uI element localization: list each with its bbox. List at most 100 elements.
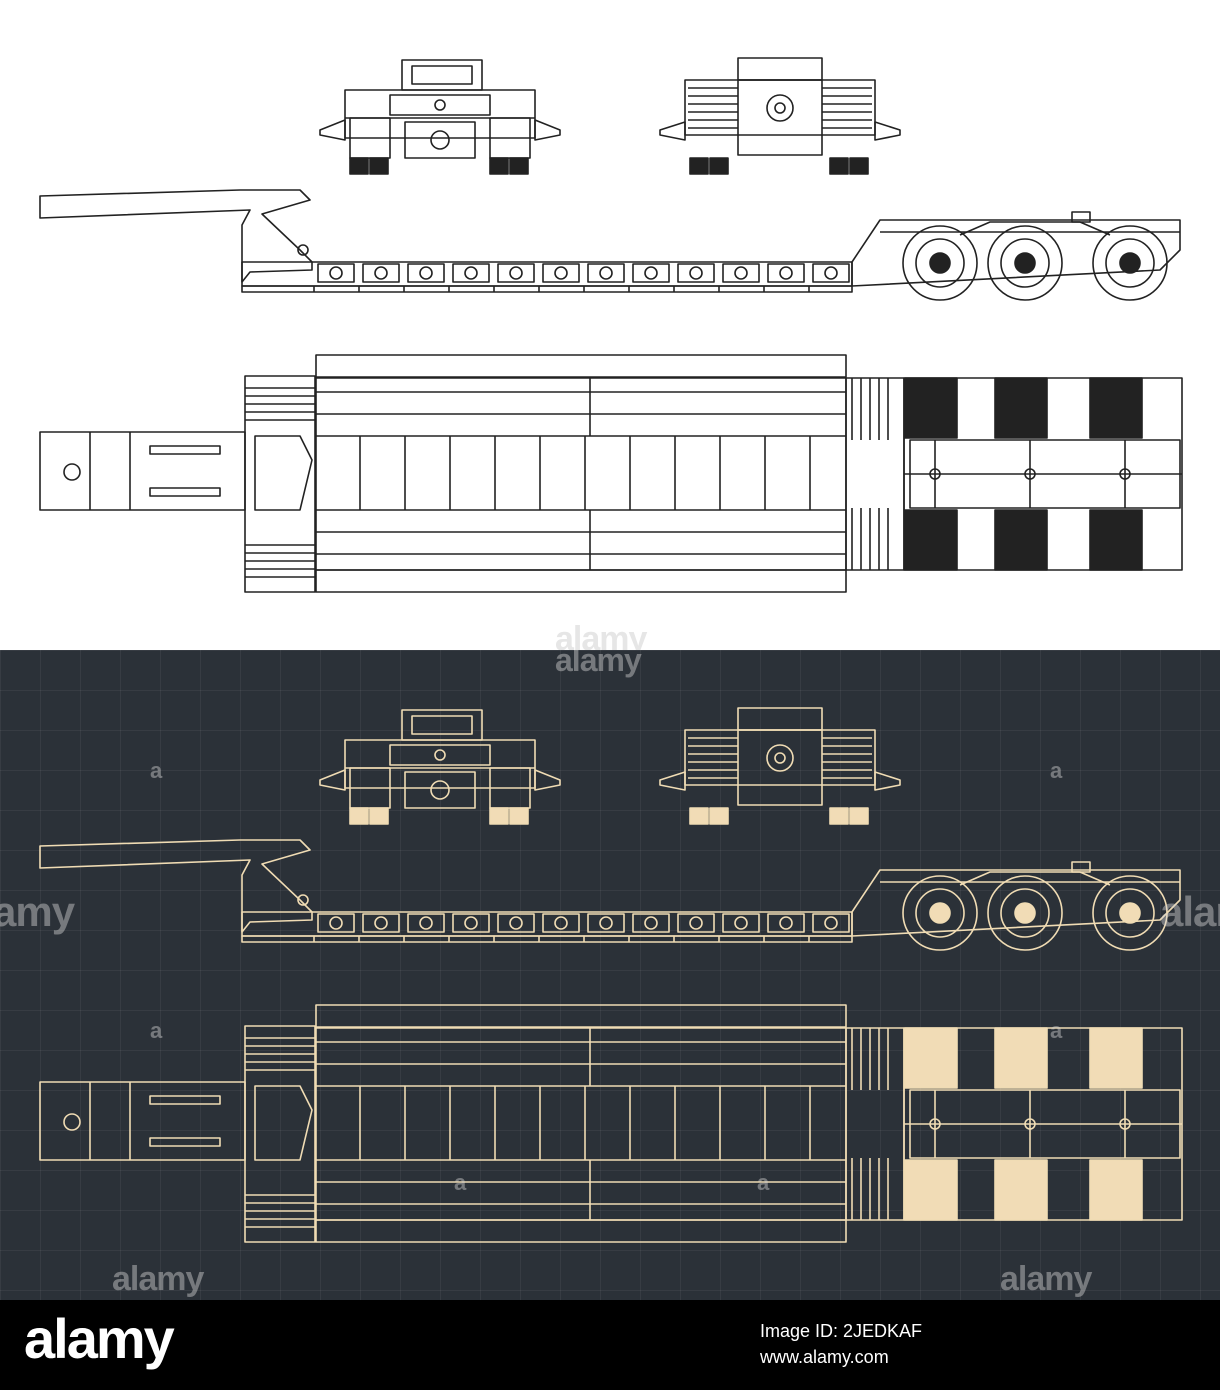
front-right-tire [489, 807, 509, 825]
side-suspension [959, 221, 1111, 236]
rear-left-tire [709, 157, 729, 175]
side-deck-cell [722, 913, 760, 933]
top-ram-upper [149, 1095, 221, 1105]
side-suspension-bracket [1071, 211, 1091, 223]
side-deck-hole [419, 916, 433, 930]
top-dual-tire-lower [904, 509, 958, 571]
footer-info: Image ID: 2JEDKAF www.alamy.com [760, 1318, 922, 1370]
side-wheel-rim [915, 888, 965, 938]
side-wheel-tire [902, 875, 978, 951]
side-wheel-hub [1014, 902, 1036, 924]
side-deck-cell [407, 913, 445, 933]
side-deck-hole [464, 916, 478, 930]
side-wheel-rim [1105, 888, 1155, 938]
side-deck-cell [407, 263, 445, 283]
front-right-outrigger [534, 119, 561, 141]
side-deck-cell [317, 913, 355, 933]
front-center-frame [389, 744, 491, 766]
rear-gooseneck-top [737, 57, 823, 81]
side-wheel-tire [902, 225, 978, 301]
front-right-tire [489, 157, 509, 175]
side-hinge [297, 244, 309, 256]
front-deck [344, 739, 536, 789]
top-dual-tire-upper [904, 1027, 958, 1089]
side-wheel-tire [1092, 225, 1168, 301]
front-left-tire [349, 807, 369, 825]
front-gooseneck-top [401, 59, 483, 91]
side-deck-cell [587, 913, 625, 933]
top-transition [845, 1027, 905, 1221]
side-deck-hole [779, 266, 793, 280]
side-deck-cell [362, 263, 400, 283]
side-gooseneck [39, 839, 313, 933]
front-hub [430, 780, 450, 800]
front-view [319, 709, 561, 825]
front-hub [430, 130, 450, 150]
top-view [39, 1004, 1183, 1243]
side-lower-rail [241, 285, 853, 293]
side-deck-hole [689, 916, 703, 930]
side-deck-cell [677, 263, 715, 283]
top-upper-outrigger [315, 354, 847, 378]
blueprint-light-sheet: alamy [0, 0, 1220, 658]
top-main-deck [315, 1027, 847, 1221]
top-lower-outrigger [315, 1219, 847, 1243]
front-gooseneck-top [401, 709, 483, 741]
top-main-deck [315, 377, 847, 571]
side-deck-hole [419, 266, 433, 280]
side-deck-cell [632, 913, 670, 933]
front-left-outrigger [319, 769, 346, 791]
top-ram-upper [149, 445, 221, 455]
side-deck-hole [374, 266, 388, 280]
rear-gooseneck-top [737, 707, 823, 731]
rear-right-tire [829, 807, 849, 825]
side-gooseneck [39, 189, 313, 283]
rear-center-hole [766, 94, 794, 122]
side-hinge [297, 894, 309, 906]
side-wheel-hub [929, 902, 951, 924]
rear-view [659, 707, 901, 825]
top-dual-tire-lower [1089, 1159, 1143, 1221]
side-wheel-hub [1119, 252, 1141, 274]
side-deck-cell [362, 913, 400, 933]
front-gooseneck-plate [411, 65, 473, 85]
top-neck-joint [254, 435, 313, 511]
rear-center-hole [766, 744, 794, 772]
top-dual-tire-lower [904, 1159, 958, 1221]
blueprint-dark-sheet: alamy alamy alamy alamy alamy a a a a a … [0, 650, 1220, 1300]
side-wheel-rim [1105, 238, 1155, 288]
top-front-section [244, 375, 316, 593]
trailer-drawing-dark [39, 707, 1183, 1243]
top-kingpin [63, 1113, 81, 1131]
top-front-section [244, 1025, 316, 1243]
rear-center-inner [774, 102, 786, 114]
side-suspension-bracket [1071, 861, 1091, 873]
side-suspension [959, 871, 1111, 886]
side-deck-cell [497, 913, 535, 933]
alamy-logo: alamy [24, 1307, 175, 1370]
side-wheel-tire [1092, 875, 1168, 951]
side-deck-cell [767, 913, 805, 933]
rear-center-plate [737, 729, 823, 806]
front-left-tire [369, 157, 389, 175]
front-gooseneck-plate [411, 715, 473, 735]
front-right-tire [509, 157, 529, 175]
front-left-tire [369, 807, 389, 825]
rear-right-tire [849, 157, 869, 175]
side-deck-hole [689, 266, 703, 280]
top-kingpin [63, 463, 81, 481]
front-axle-box [404, 121, 476, 159]
side-deck-hole [779, 916, 793, 930]
front-pin [434, 99, 446, 111]
side-deck-cell [632, 263, 670, 283]
front-right-outrigger [534, 769, 561, 791]
top-dual-tire-lower [994, 1159, 1048, 1221]
side-deck-hole [824, 916, 838, 930]
rear-left-outrigger [659, 121, 686, 141]
side-deck-cell [542, 913, 580, 933]
rear-center-inner [774, 752, 786, 764]
side-deck-cell [722, 263, 760, 283]
image-id: Image ID: 2JEDKAF [760, 1321, 923, 1341]
side-wheel-rim [1000, 238, 1050, 288]
front-left-outrigger [319, 119, 346, 141]
